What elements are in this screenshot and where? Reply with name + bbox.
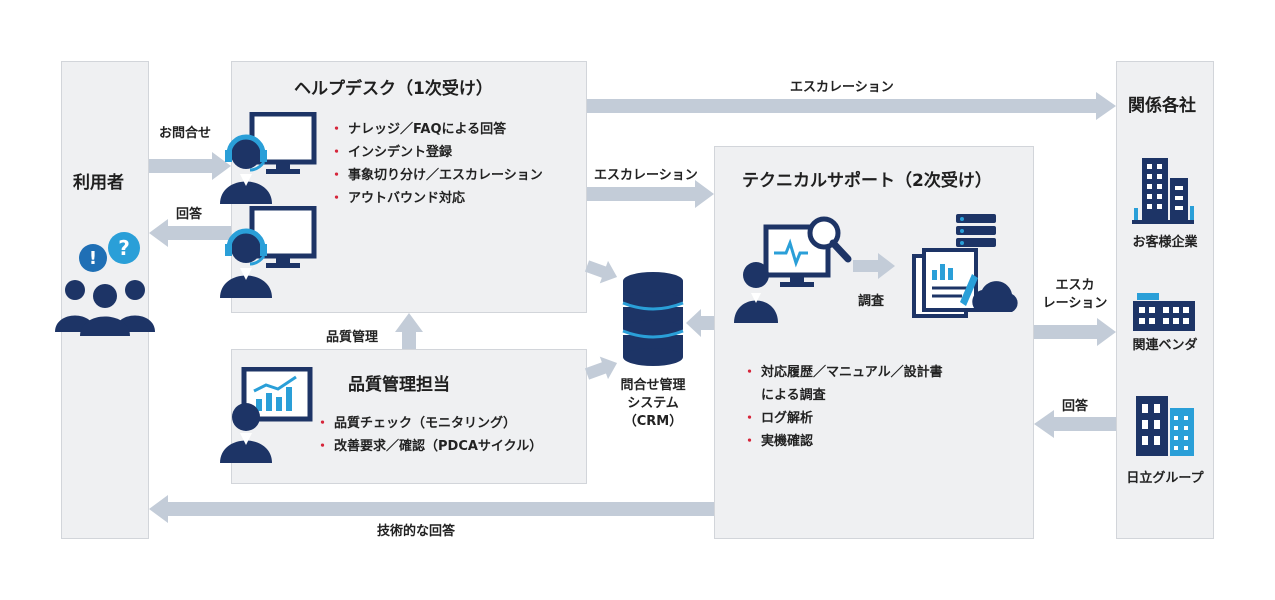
arrow-answer-from-companies (1034, 410, 1116, 438)
arrow-quality-up (395, 313, 423, 349)
crm-line1: 問合せ管理 (620, 378, 686, 393)
escalation-mid-label: エスカレーション (594, 168, 698, 183)
answer-left-label: 回答 (176, 207, 203, 222)
tech-support-panel (714, 146, 1034, 539)
helpdesk-item: 事象切り分け／エスカレーション (330, 164, 543, 187)
operator-monitor-icon (220, 112, 317, 204)
crm-line3: （CRM） (623, 414, 683, 429)
arrow-investigate (853, 253, 895, 279)
svg-text:!: ! (89, 248, 97, 269)
answer-right-label: 回答 (1062, 399, 1089, 414)
company-label-vendors: 関連ベンダ (1132, 338, 1198, 353)
tech-item: 実機確認 (743, 430, 943, 453)
arrow-inquiry (149, 152, 231, 180)
quality-item: 品質チェック（モニタリング） (316, 412, 542, 435)
escalation-top-label: エスカレーション (790, 80, 894, 95)
escalation-right-line2: レーション (1042, 296, 1108, 311)
tech-item-continuation: による調査 (761, 388, 826, 403)
helpdesk-item: アウトバウンド対応 (330, 187, 543, 210)
quality-analyst-icon (220, 367, 313, 463)
escalation-right-line1: エスカ (1055, 278, 1095, 293)
inquiry-label: お問合せ (159, 126, 212, 141)
arrow-escalation-right (1034, 318, 1116, 346)
hitachi-group-building-icon (1136, 396, 1194, 456)
helpdesk-item: ナレッジ／FAQによる回答 (330, 118, 543, 141)
tech-list: 対応履歴／マニュアル／設計書 による調査 ログ解析 実機確認 (743, 361, 943, 453)
crm-label: 問合せ管理 システム （CRM） (598, 377, 708, 431)
tech-item: 対応履歴／マニュアル／設計書 (743, 361, 943, 384)
database-icon (622, 272, 684, 366)
quality-mgmt-label: 品質管理 (326, 330, 379, 345)
client-company-building-icon (1132, 158, 1194, 224)
arrow-quality-to-crm (584, 356, 618, 380)
helpdesk-title: ヘルプデスク（1次受け） (294, 79, 493, 99)
helpdesk-item: インシデント登録 (330, 141, 543, 164)
documents-server-cloud-icon (912, 214, 1018, 318)
quality-item: 改善要求／確認（PDCAサイクル） (316, 435, 542, 458)
arrow-tech-answer (149, 495, 714, 523)
crm-line2: システム (627, 396, 679, 411)
tech-answer-label: 技術的な回答 (377, 524, 456, 539)
escalation-right-label: エスカ レーション (1034, 277, 1116, 313)
companies-panel (1116, 61, 1214, 539)
tech-item: ログ解析 (743, 407, 943, 430)
operator-monitor-icon-2 (220, 206, 317, 298)
svg-text:?: ? (118, 236, 130, 260)
company-label-clients: お客様企業 (1132, 235, 1198, 250)
quality-list: 品質チェック（モニタリング） 改善要求／確認（PDCAサイクル） (316, 412, 542, 458)
companies-title: 関係各社 (1128, 96, 1196, 116)
company-label-hitachi: 日立グループ (1126, 471, 1204, 486)
engineer-search-icon (734, 216, 852, 323)
arrow-helpdesk-to-crm (584, 260, 618, 284)
vendor-factory-icon (1133, 293, 1195, 331)
helpdesk-list: ナレッジ／FAQによる回答 インシデント登録 事象切り分け／エスカレーション ア… (330, 118, 543, 210)
arrow-escalation-mid (587, 180, 714, 208)
users-group-icon: ! ? (55, 232, 155, 336)
investigate-label: 調査 (858, 294, 885, 309)
arrow-tech-to-crm (686, 309, 714, 337)
users-title: 利用者 (73, 173, 124, 193)
quality-title: 品質管理担当 (348, 375, 450, 395)
tech-title: テクニカルサポート（2次受け） (742, 171, 992, 191)
arrow-answer-to-users (149, 219, 231, 247)
arrow-escalation-top (587, 92, 1116, 120)
